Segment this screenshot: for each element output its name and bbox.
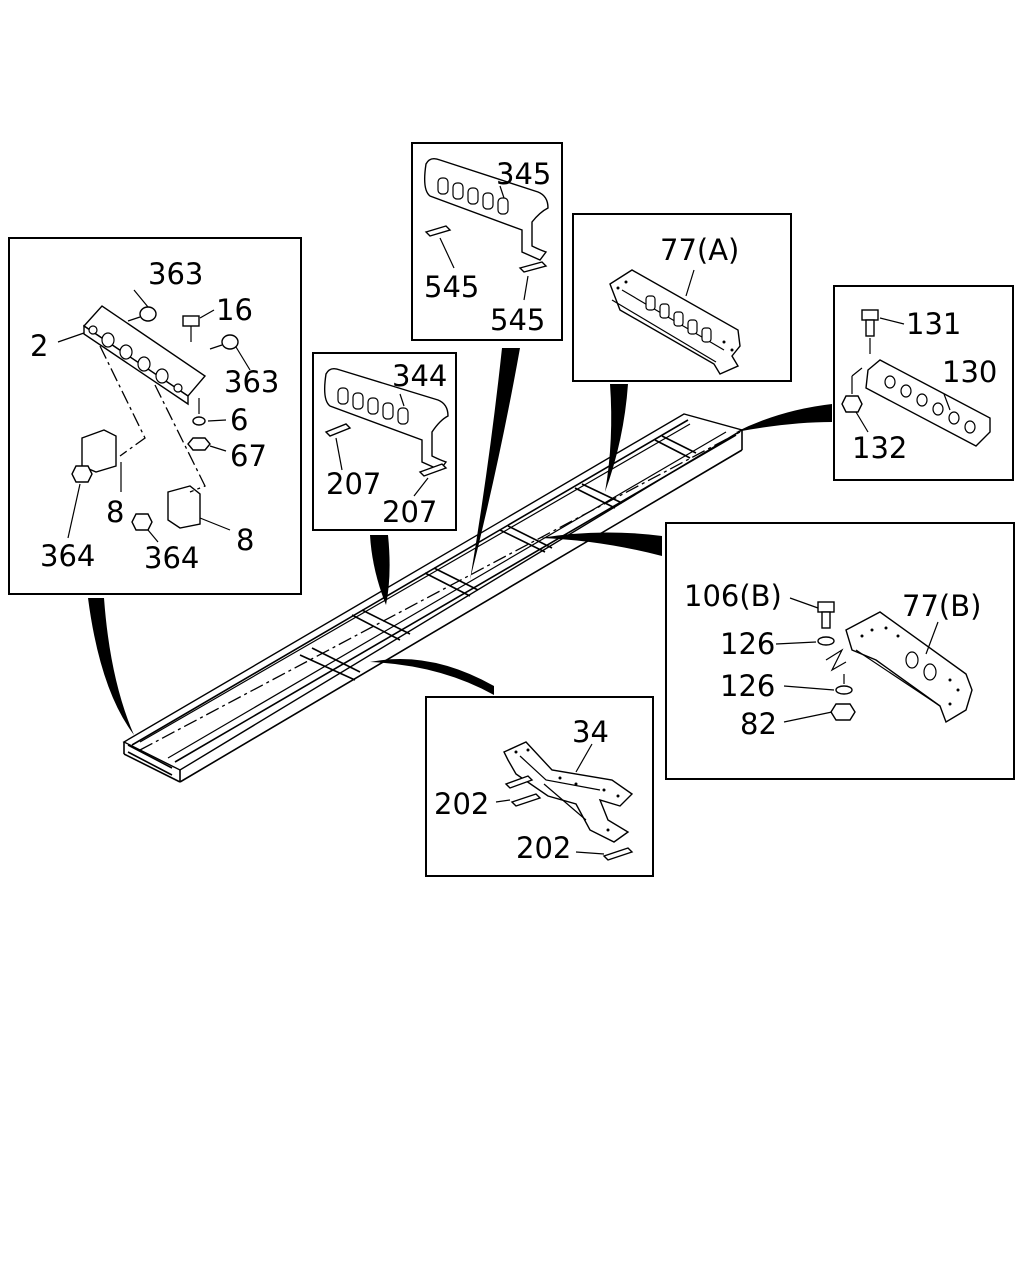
callout-8: 8 [106, 495, 124, 529]
callout-344: 344 [392, 359, 447, 393]
callout-77b: 77(B) [902, 589, 981, 623]
callout-364: 364 [40, 539, 95, 573]
callout-126: 126 [720, 669, 775, 703]
detail-box-crossmember-344: 344 207 207 [312, 352, 457, 531]
detail-box-crossmember-34: 34 202 202 [425, 696, 654, 877]
callout-106b: 106(B) [684, 579, 782, 613]
callout-545: 545 [490, 303, 545, 337]
detail-box-crossmember-77a: 77(A) [572, 213, 792, 382]
callout-82: 82 [740, 707, 777, 741]
callout-207: 207 [382, 495, 437, 529]
callout-130: 130 [942, 355, 997, 389]
callout-131: 131 [906, 307, 961, 341]
callout-363: 363 [148, 257, 203, 291]
callout-345: 345 [496, 157, 551, 191]
detail-box-crossmember-130: 131 130 132 [833, 285, 1014, 481]
callout-545: 545 [424, 270, 479, 304]
main-frame [122, 413, 744, 783]
callout-34: 34 [572, 715, 609, 749]
callout-207: 207 [326, 467, 381, 501]
callout-16: 16 [216, 293, 253, 327]
callout-202: 202 [516, 831, 571, 865]
callout-132: 132 [852, 431, 907, 465]
detail-box-crossmember-77b: 106(B) 77(B) 126 126 82 [665, 522, 1015, 780]
callout-202: 202 [434, 787, 489, 821]
callout-363: 363 [224, 365, 279, 399]
callout-6: 6 [230, 403, 248, 437]
callout-67: 67 [230, 439, 267, 473]
leader-pointers [88, 348, 832, 735]
callout-126: 126 [720, 627, 775, 661]
detail-box-crossmember-345: 345 545 545 [411, 142, 563, 341]
callout-77a: 77(A) [660, 233, 739, 267]
callout-364: 364 [144, 541, 199, 575]
callout-8: 8 [236, 523, 254, 557]
detail-box-rear-crossmember: 2 363 16 363 6 67 8 364 364 8 [8, 237, 302, 595]
callout-2: 2 [30, 329, 48, 363]
